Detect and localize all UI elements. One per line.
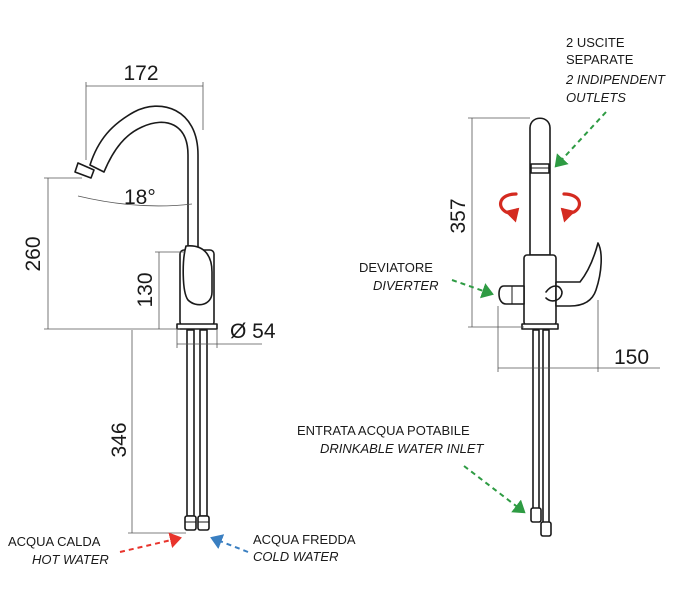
side-lever xyxy=(555,242,602,307)
side-hose-2 xyxy=(542,329,550,526)
diverter-label-it: DEVIATORE xyxy=(359,260,433,275)
outlets-label-it-1: 2 USCITE xyxy=(566,35,625,50)
front-view-dimensions xyxy=(44,82,262,534)
side-view-dimensions xyxy=(468,117,660,372)
inlet-label-en: DRINKABLE WATER INLET xyxy=(320,441,485,456)
dim-width-side: 150 xyxy=(614,346,649,369)
side-view xyxy=(498,117,602,537)
inlet-label-it: ENTRATA ACQUA POTABILE xyxy=(297,423,470,438)
dim-hose-length: 346 xyxy=(108,422,131,457)
rotation-arrow-left xyxy=(498,192,520,223)
inlet-arrow xyxy=(463,465,526,514)
cold-water-label-en: COLD WATER xyxy=(253,549,338,564)
side-spout xyxy=(529,117,551,256)
dim-height-total: 260 xyxy=(22,236,45,271)
hose-left xyxy=(186,329,195,517)
outlets-label-en-2: OUTLETS xyxy=(566,90,626,105)
dim-angle: 18° xyxy=(124,186,156,209)
rotation-arrow-right xyxy=(560,192,582,223)
cold-water-arrow xyxy=(210,534,249,553)
side-body xyxy=(523,254,557,326)
faucet-base xyxy=(176,323,218,330)
outlets-label-en-1: 2 INDIPENDENT xyxy=(565,72,666,87)
side-fitting-1 xyxy=(530,507,542,523)
hot-water-label-it: ACQUA CALDA xyxy=(8,534,101,549)
dim-height-side: 357 xyxy=(447,198,470,233)
fitting-cold xyxy=(197,515,210,531)
dim-height-body: 130 xyxy=(134,272,157,307)
cold-water-label-it: ACQUA FREDDA xyxy=(253,532,356,547)
spout-tip xyxy=(74,162,95,179)
side-fitting-2 xyxy=(540,521,552,537)
dim-width-spout: 172 xyxy=(123,62,158,85)
diverter-label-en: DIVERTER xyxy=(373,278,439,293)
dim-diameter: Ø 54 xyxy=(230,320,276,343)
diverter-arrow xyxy=(451,279,494,299)
front-view xyxy=(74,105,218,531)
hot-water-label-en: HOT WATER xyxy=(32,552,109,567)
outlets-arrow xyxy=(554,111,607,168)
outlets-label-it-2: SEPARATE xyxy=(566,52,634,67)
lever xyxy=(182,245,213,306)
hot-water-arrow xyxy=(119,532,182,553)
spout xyxy=(89,105,199,249)
side-base xyxy=(521,323,559,330)
fitting-hot xyxy=(184,515,197,531)
hose-right xyxy=(199,329,208,517)
side-hose-1 xyxy=(532,329,540,511)
